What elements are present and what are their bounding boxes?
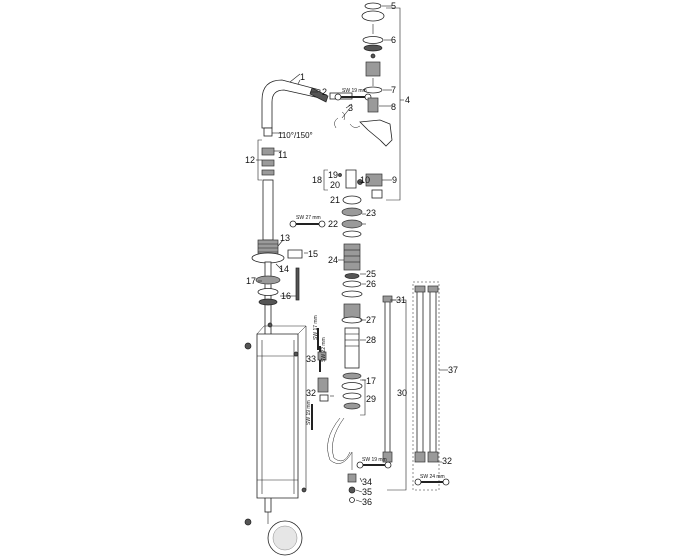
wrench-label-sw22: SW 22 mm — [321, 337, 327, 362]
callout-15: 15 — [308, 249, 318, 259]
callout-6: 6 — [391, 35, 396, 45]
callout-3: 3 — [348, 103, 353, 113]
callout-30: 30 — [397, 388, 407, 398]
angle-label: 110°/150° — [278, 131, 313, 140]
callout-28: 28 — [366, 335, 376, 345]
mounting-rail — [244, 322, 307, 556]
callout-7: 7 — [391, 85, 396, 95]
callout-20: 20 — [330, 180, 340, 190]
callout-10: 10 — [360, 175, 370, 185]
callout-26: 26 — [366, 279, 376, 289]
callout-24: 24 — [328, 255, 338, 265]
callout-19: 19 — [328, 170, 338, 180]
wrench-label-sw24: SW 24 mm — [420, 474, 445, 480]
wrench-icons — [289, 93, 450, 486]
callout-35: 35 — [362, 487, 372, 497]
valve-body-stack — [327, 169, 363, 503]
cartridge-stack — [349, 2, 393, 199]
callout-36: 36 — [362, 497, 372, 507]
callout-12: 12 — [245, 155, 255, 165]
wrench-label-sw19-left: SW 19 mm — [306, 400, 312, 425]
callout-33: 33 — [306, 354, 316, 364]
callout-labels: 1 2 3 4 5 6 7 8 9 10 11 12 13 14 15 16 1… — [245, 1, 458, 507]
callout-37: 37 — [448, 365, 458, 375]
callout-17b: 17 — [366, 376, 376, 386]
callout-34: 34 — [362, 477, 372, 487]
callout-17a: 17 — [246, 276, 256, 286]
callout-31: 31 — [396, 295, 406, 305]
callout-32a: 32 — [306, 388, 316, 398]
callout-2: 2 — [322, 87, 327, 97]
callout-22: 22 — [328, 219, 338, 229]
callout-27: 27 — [366, 315, 376, 325]
callout-18: 18 — [312, 175, 322, 185]
spout-assembly — [261, 73, 353, 129]
bracket-lines — [257, 7, 448, 491]
callout-14: 14 — [279, 264, 289, 274]
callout-11: 11 — [278, 150, 287, 160]
callout-9: 9 — [392, 175, 397, 185]
callout-8: 8 — [391, 102, 396, 112]
supply-hoses — [382, 285, 439, 463]
callout-32b: 32 — [442, 456, 452, 466]
annotations: 110°/150° SW 19 mm SW 27 mm SW 17 mm SW … — [278, 88, 445, 480]
wrench-label-sw27: SW 27 mm — [296, 215, 321, 221]
callout-25: 25 — [366, 269, 376, 279]
callout-29: 29 — [366, 394, 376, 404]
callout-16: 16 — [281, 291, 291, 301]
callout-5: 5 — [391, 1, 396, 11]
callout-13: 13 — [280, 233, 290, 243]
callout-4: 4 — [405, 95, 410, 105]
fittings-left — [317, 351, 329, 402]
callout-23: 23 — [366, 208, 376, 218]
callout-1: 1 — [300, 72, 305, 82]
leader-lines — [256, 79, 442, 503]
wrench-label-sw19-top: SW 19 mm — [342, 88, 367, 94]
wrench-label-sw19-bottom: SW 19 mm — [362, 457, 387, 463]
callout-21: 21 — [330, 195, 340, 205]
wrench-label-sw17: SW 17 mm — [313, 315, 319, 340]
